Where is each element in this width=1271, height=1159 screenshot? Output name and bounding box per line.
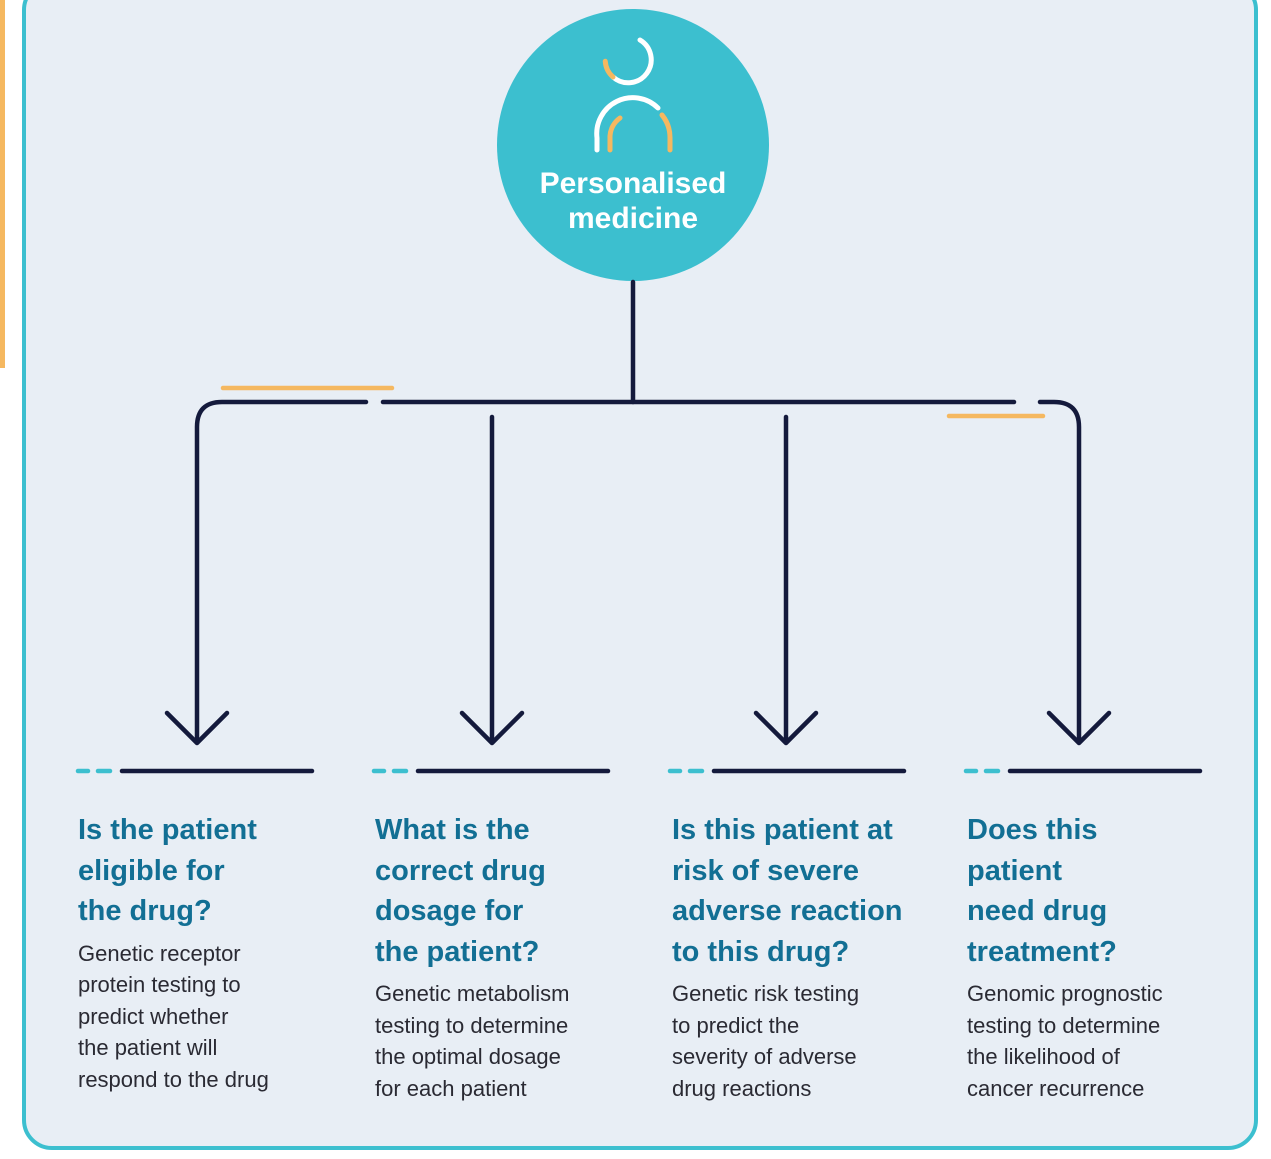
- branch-description: Genetic receptor protein testing to pred…: [78, 940, 269, 1092]
- branch-question: What is the correct drug dosage for the …: [375, 814, 546, 968]
- side-accent-bar: [0, 0, 5, 368]
- branch-description: Genetic metabolism testing to determine …: [375, 981, 570, 1101]
- branch-description: Genomic prognostic testing to determine …: [967, 981, 1163, 1101]
- arrow-head-icon: [753, 710, 819, 746]
- branch-question: Is the patient eligible for the drug?: [78, 814, 257, 927]
- branch-dosage: What is the correct drug dosage for the …: [375, 810, 615, 1104]
- branch-question: Does this patient need drug treatment?: [967, 814, 1117, 968]
- branch-question: Is this patient at risk of severe advers…: [672, 814, 903, 968]
- arrow-head-icon: [1046, 710, 1112, 746]
- center-title: Personalised medicine: [539, 167, 727, 235]
- branch-treatment-need: Does this patient need drug treatment? G…: [967, 810, 1227, 1104]
- arrow-head-icon: [459, 710, 525, 746]
- branch-description: Genetic risk testing to predict the seve…: [672, 981, 860, 1101]
- branch-eligibility: Is the patient eligible for the drug? Ge…: [78, 810, 318, 1095]
- connector-lines: [194, 279, 1082, 743]
- person-icon: [594, 34, 673, 153]
- arrow-head-icon: [164, 710, 230, 746]
- branch-adverse-reaction: Is this patient at risk of severe advers…: [672, 810, 942, 1104]
- center-circle: [497, 9, 769, 281]
- orange-accent-lines: [220, 385, 1046, 419]
